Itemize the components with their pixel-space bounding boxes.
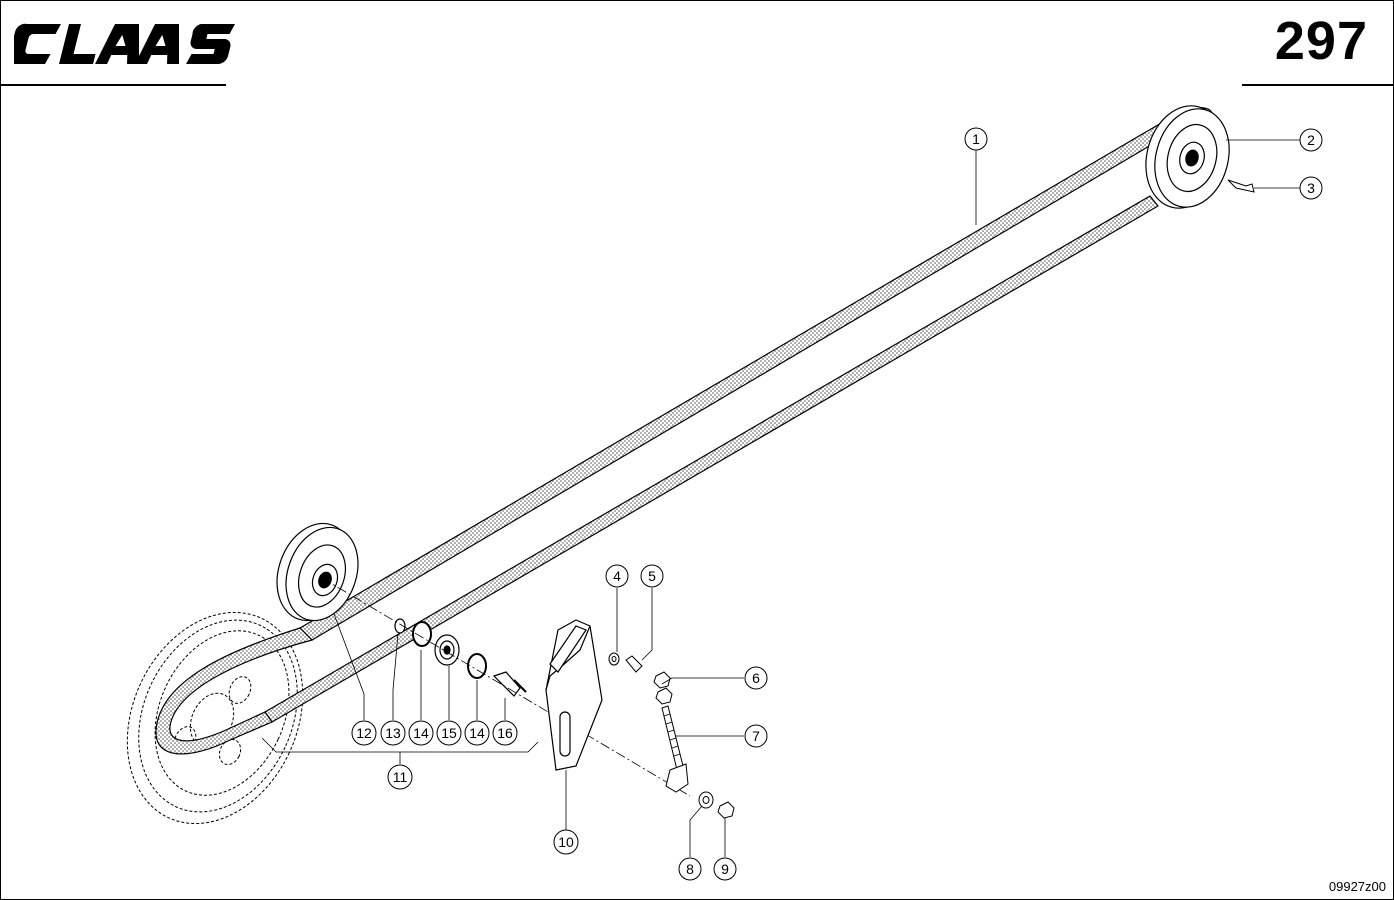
tensioner-axis-parts <box>394 618 527 697</box>
upper-belt-pulley <box>1145 105 1230 209</box>
v-belt <box>155 107 1213 755</box>
svg-text:14: 14 <box>413 725 429 741</box>
callout-6: 6 <box>744 666 768 690</box>
washer-and-screw <box>608 652 643 673</box>
svg-text:4: 4 <box>613 568 621 584</box>
svg-text:9: 9 <box>721 861 729 877</box>
svg-text:5: 5 <box>648 568 656 584</box>
callout-9: 9 <box>713 857 737 881</box>
svg-text:10: 10 <box>558 834 574 850</box>
callout-12: 12 <box>351 720 377 746</box>
leader-lines <box>261 139 1300 857</box>
svg-text:15: 15 <box>441 725 457 741</box>
callout-14a: 14 <box>408 720 434 746</box>
callout-4: 4 <box>605 564 629 588</box>
washer-and-nut <box>698 791 735 819</box>
circlip-14a <box>412 621 432 647</box>
drawing-code: 09927z00 <box>1328 879 1386 894</box>
svg-text:2: 2 <box>1307 132 1315 148</box>
callout-3: 3 <box>1299 176 1323 200</box>
circlip-13 <box>394 618 406 634</box>
callout-bubbles: 1 2 3 4 5 6 7 8 9 10 11 12 13 14 15 14 1… <box>351 127 1323 881</box>
svg-text:13: 13 <box>385 725 401 741</box>
callout-11: 11 <box>387 764 413 790</box>
callout-13: 13 <box>380 720 406 746</box>
claas-logo <box>14 23 236 64</box>
svg-text:12: 12 <box>356 725 372 741</box>
tensioner-bracket <box>545 619 603 771</box>
tension-pulley <box>276 522 359 622</box>
svg-text:1: 1 <box>972 131 980 147</box>
svg-text:7: 7 <box>752 728 760 744</box>
callout-2: 2 <box>1299 128 1323 152</box>
callout-16: 16 <box>492 720 518 746</box>
hex-nuts <box>653 671 673 705</box>
callout-14b: 14 <box>464 720 490 746</box>
header-rule-left <box>0 84 226 86</box>
nut-9 <box>717 801 735 819</box>
screw-5 <box>625 655 643 673</box>
callout-7: 7 <box>744 724 768 748</box>
callout-1: 1 <box>964 127 988 151</box>
svg-text:3: 3 <box>1307 180 1315 196</box>
page-number: 297 <box>1274 11 1368 71</box>
stud-bolt-16 <box>492 671 521 697</box>
feather-key <box>1227 179 1255 193</box>
callout-8: 8 <box>678 857 702 881</box>
svg-text:8: 8 <box>686 861 694 877</box>
callout-15: 15 <box>436 720 462 746</box>
large-drive-pulley <box>126 611 304 825</box>
svg-text:14: 14 <box>469 725 485 741</box>
svg-text:11: 11 <box>393 769 408 785</box>
callout-5: 5 <box>640 564 664 588</box>
tension-rod <box>661 705 689 793</box>
callout-10: 10 <box>553 829 579 855</box>
svg-text:6: 6 <box>752 670 760 686</box>
header-rule-right <box>1242 84 1394 86</box>
svg-text:16: 16 <box>497 725 513 741</box>
circlip-14b <box>467 653 487 679</box>
